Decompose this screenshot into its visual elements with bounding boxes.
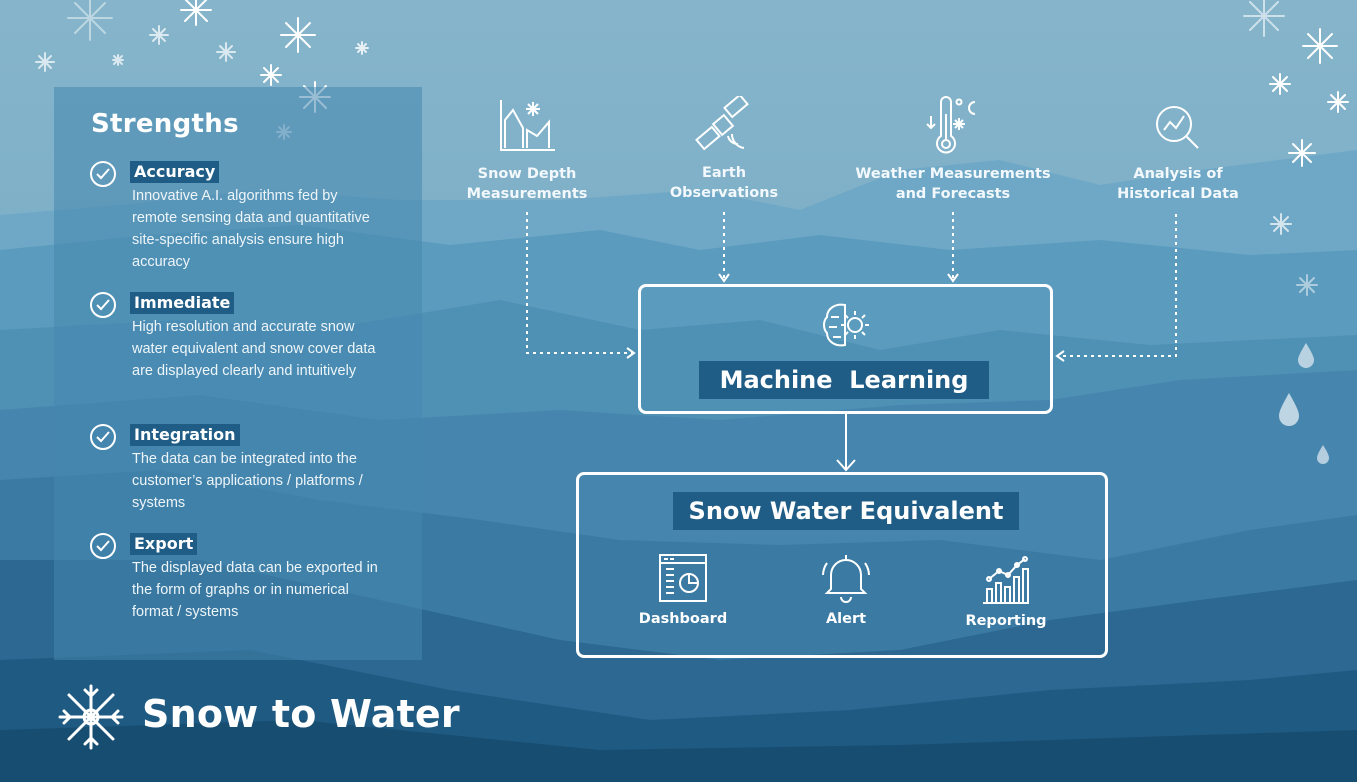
strength-label: Immediate — [130, 292, 235, 314]
input-weather: Weather Measurements and Forecasts — [853, 96, 1053, 204]
input-label-line1: Weather Measurements — [855, 166, 1051, 182]
bar-chart-icon — [983, 556, 1029, 604]
input-label-line2: Historical Data — [1117, 186, 1239, 202]
satellite-icon — [695, 96, 749, 151]
strengths-panel: Strengths Accuracy Innovative A.I. algor… — [54, 87, 422, 660]
machine-learning-box: Machine Learning — [638, 284, 1053, 414]
strength-description: The displayed data can be exported in th… — [132, 560, 378, 620]
input-snow-depth: Snow Depth Measurements — [427, 98, 627, 204]
dashboard-icon — [659, 554, 707, 602]
swe-title: Snow Water Equivalent — [673, 492, 1019, 530]
check-circle-icon — [90, 424, 116, 450]
strength-description: High resolution and accurate snow water … — [132, 319, 376, 379]
input-label-line1: Earth — [701, 165, 747, 181]
strength-label: Integration — [130, 424, 240, 446]
brain-gear-icon — [823, 303, 869, 347]
check-circle-icon — [90, 161, 116, 187]
output-alert: Alert — [786, 553, 906, 627]
strength-description: Innovative A.I. algorithms fed by remote… — [132, 188, 370, 270]
input-earth-observations: Earth Observations — [624, 96, 824, 203]
thermometer-icon — [926, 96, 976, 154]
strengths-title: Strengths — [91, 109, 239, 139]
magnifier-chart-icon — [1156, 106, 1199, 149]
input-label-line1: Snow Depth — [477, 166, 577, 182]
input-historical-data: Analysis of Historical Data — [1078, 102, 1278, 204]
strength-label: Export — [130, 533, 198, 555]
check-circle-icon — [90, 533, 116, 559]
machine-learning-title: Machine Learning — [699, 361, 989, 399]
input-label-line2: and Forecasts — [895, 186, 1011, 202]
snow-depth-chart-icon — [500, 100, 555, 151]
input-label-line1: Analysis of — [1133, 166, 1223, 182]
output-label: Alert — [825, 611, 867, 627]
output-label: Dashboard — [638, 611, 728, 627]
water-drops-decoration — [1279, 343, 1329, 464]
strength-description: The data can be integrated into the cust… — [132, 451, 363, 511]
bell-icon — [822, 555, 870, 603]
snowflake-logo-icon — [58, 684, 124, 750]
output-reporting: Reporting — [946, 555, 1066, 629]
strength-label: Accuracy — [130, 161, 220, 183]
input-label-line2: Observations — [669, 185, 779, 201]
snow-water-equivalent-box: Snow Water Equivalent Dashboard Alert — [576, 472, 1108, 658]
output-dashboard: Dashboard — [623, 553, 743, 627]
brand-name: Snow to Water — [142, 692, 460, 736]
check-circle-icon — [90, 292, 116, 318]
output-label: Reporting — [965, 613, 1047, 629]
input-label-line2: Measurements — [466, 186, 588, 202]
